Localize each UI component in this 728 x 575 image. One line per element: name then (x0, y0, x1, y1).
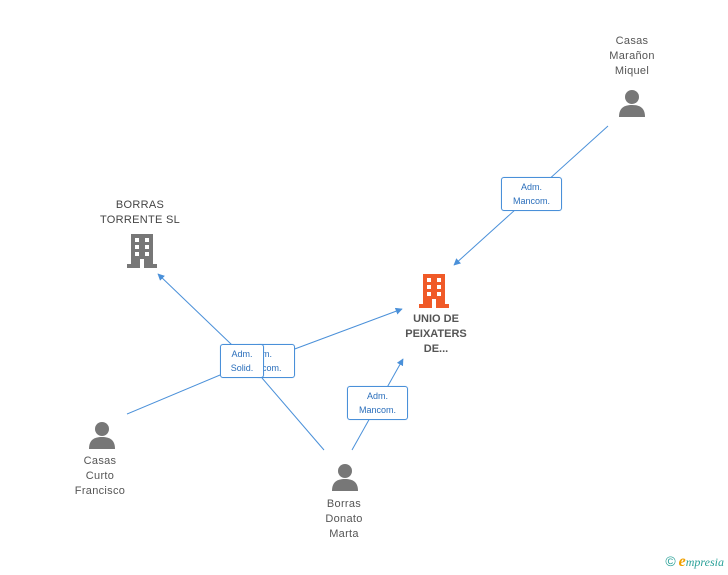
person-icon[interactable] (618, 88, 646, 118)
copyright-icon: © (665, 553, 676, 569)
node-label-borras-torrente: BORRAS TORRENTE SL (99, 199, 181, 226)
edge-donato-line (261, 377, 325, 451)
edge-label-maranon-to-unio[interactable]: Adm. Mancom. (501, 177, 562, 211)
brand-logo-initial: e (678, 553, 686, 570)
building-icon[interactable] (127, 234, 157, 268)
main-building-icon[interactable] (419, 274, 449, 308)
edge-label-front-box[interactable]: Adm. Solid. (220, 344, 264, 378)
brand-logo-text: mpresia (685, 555, 724, 569)
edge-label-donato-to-unio[interactable]: Adm. Mancom. (347, 386, 408, 420)
person-icon[interactable] (88, 420, 116, 450)
node-label-casas-maranon: Casas Marañon Miquel (609, 35, 655, 77)
node-label-casas-curto: Casas Curto Francisco (74, 455, 126, 497)
person-icon[interactable] (331, 462, 359, 492)
node-label-unio-peixaters: UNIO DE PEIXATERS DE... (405, 313, 467, 355)
node-label-borras-donato: Borras Donato Marta (325, 498, 363, 540)
edge-to-borras-torrente (157, 273, 233, 346)
edge-curto-line (126, 369, 233, 415)
brand-footer: © empresia (665, 553, 724, 571)
edge-to-unio-from-box (291, 307, 403, 351)
